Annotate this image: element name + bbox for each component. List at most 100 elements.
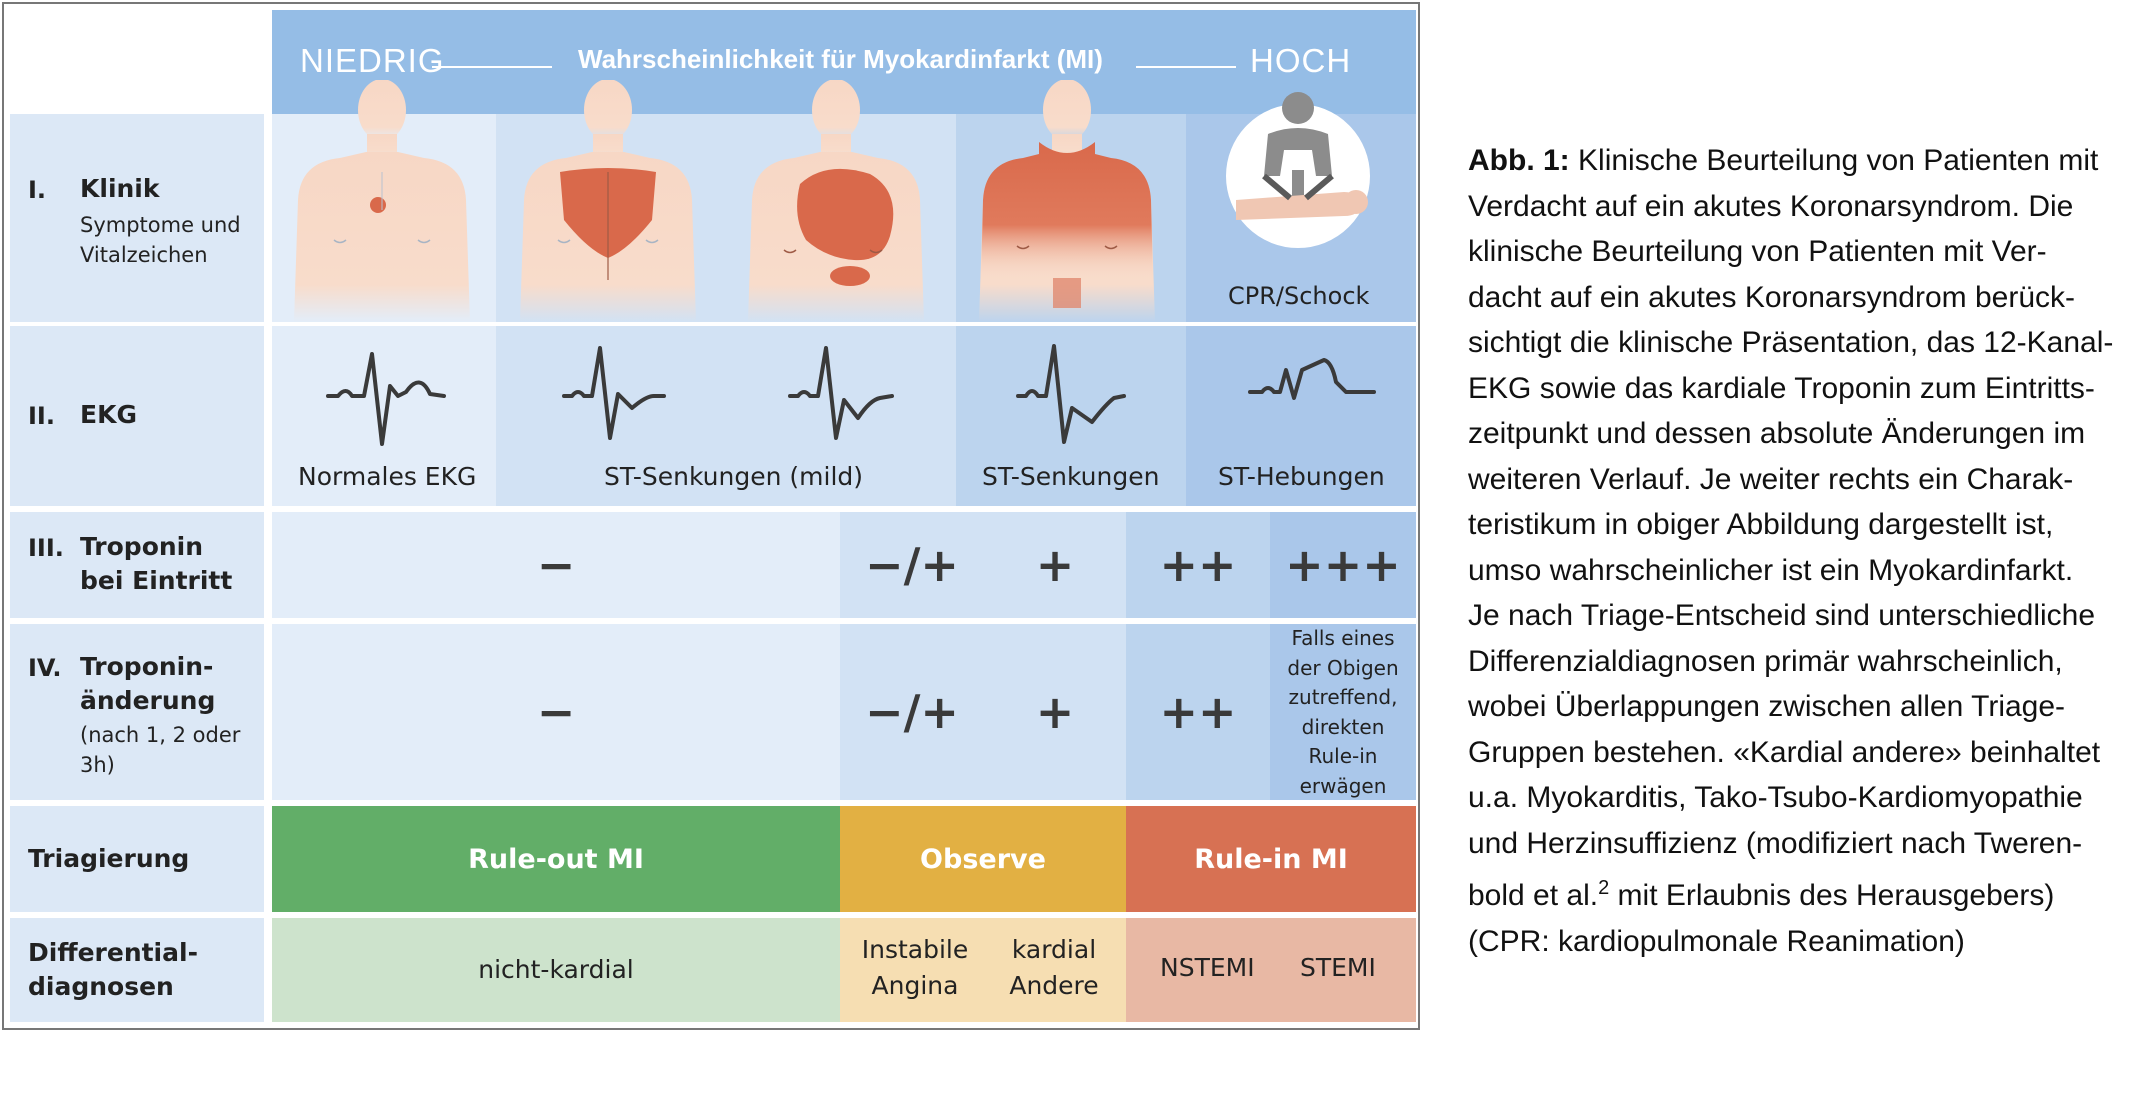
row-diff-title2: diagnosen <box>28 972 174 1001</box>
triage-rulein-label: Rule-in MI <box>1194 843 1348 875</box>
change-cell-plusplus: ++ <box>1126 624 1270 800</box>
troponin-cell-plusplusplus: +++ <box>1270 512 1416 618</box>
torso-2 <box>520 80 696 322</box>
caption-line-10: umso wahrscheinlicher ist ein Myokardinf… <box>1468 553 2074 587</box>
torso-3 <box>748 80 924 322</box>
caption-line-1: Abb. 1: Klinische Beurteilung von Patien… <box>1468 138 2138 184</box>
row-diff-title1: Differential- <box>28 938 198 967</box>
cpr-icon <box>1226 92 1370 248</box>
row-change-num: IV. <box>28 654 62 682</box>
caption-line-3: klinische Beurteilung von Patienten mit … <box>1468 235 2047 268</box>
diff-nonkardial-label: nicht-kardial <box>478 955 634 984</box>
troponin-value-plusplusplus: +++ <box>1285 538 1401 592</box>
change-value-plusplus: ++ <box>1159 685 1237 739</box>
ekg-wave-2 <box>562 346 666 440</box>
diff-observe-group: Instabile Angina kardial Andere <box>840 918 1126 1022</box>
row-change-sub1: (nach 1, 2 oder <box>80 723 241 747</box>
diff-stemi: STEMI <box>1300 953 1376 982</box>
row-troponin-title1: Troponin <box>80 532 204 561</box>
row-klinik-label: I. Klinik Symptome und Vitalzeichen <box>10 114 264 322</box>
diff-kardial-line2: Andere <box>1009 971 1099 1000</box>
troponin-cell-plus: + <box>984 512 1126 618</box>
row-triage-title: Triagierung <box>28 844 190 873</box>
change-cell-negative: − <box>272 624 840 800</box>
caption-line-15: u.a. Myokarditis, Tako-Tsubo-Kardiomyopa… <box>1468 781 2083 814</box>
cpr-label: CPR/Schock <box>1228 282 1370 310</box>
change-cell-plus: + <box>984 624 1126 800</box>
pain-spot-1 <box>370 197 386 213</box>
row-ekg-title: EKG <box>80 400 137 429</box>
header-low: NIEDRIG <box>300 42 445 79</box>
header-line-right <box>1136 66 1236 68</box>
change-value-borderline: −/+ <box>865 685 959 739</box>
diff-kardial-line1: kardial <box>1011 935 1097 964</box>
change-note-line-1: Falls eines <box>1291 626 1395 650</box>
torso-4 <box>979 80 1155 322</box>
caption-line-16: und Herzinsuffizienz (modifiziert nach T… <box>1468 826 2083 860</box>
caption-line-8: weiteren Verlauf. Je weiter rechts ein C… <box>1468 462 2074 496</box>
row-troponin-num: III. <box>28 534 64 562</box>
caption-reference: 2 <box>1598 877 1610 899</box>
change-note-line-6: erwägen <box>1299 773 1387 798</box>
caption-line-2: Verdacht auf ein akutes Koronarsyndrom. … <box>1468 189 2074 223</box>
row-change-label: IV. Troponin- änderung (nach 1, 2 oder 3… <box>10 624 264 800</box>
troponin-cell-plusplus: ++ <box>1126 512 1270 618</box>
caption-line-12: Differenzialdiagnosen primär wahrscheinl… <box>1468 644 2063 678</box>
troponin-value-plus: + <box>1035 538 1075 592</box>
ekg-cell-2 <box>496 326 724 506</box>
torso-1 <box>294 80 470 322</box>
caption-line-5: sichtigt die klinische Präsentation, das… <box>1468 326 2114 359</box>
caption-line-7: zeitpunkt und dessen absolute Änderungen… <box>1468 417 2086 450</box>
caption-line-14: Gruppen bestehen. «Kardial andere» beinh… <box>1468 735 2101 769</box>
caption-line-6: EKG sowie das kardiale Troponin zum Eint… <box>1468 371 2095 405</box>
change-note-line-5: Rule-in <box>1308 744 1378 768</box>
diff-instabile-line2: Angina <box>871 971 959 1000</box>
triage-observe-label: Observe <box>920 843 1046 875</box>
caption-line-1-text: Klinische Beurteilung von Patienten mit <box>1578 144 2099 177</box>
change-value-plus: + <box>1035 685 1075 739</box>
troponin-value-negative: − <box>536 538 576 592</box>
header-high: HOCH <box>1250 42 1352 79</box>
row-triage-label: Triagierung <box>10 806 264 912</box>
change-note-line-4: direkten <box>1301 714 1385 739</box>
change-note-line-2: der Obigen <box>1287 655 1399 680</box>
row-klinik-sub1: Symptome und <box>80 213 241 237</box>
row-change-title2: änderung <box>80 686 216 715</box>
caption-line-17-pre: bold et al. <box>1468 879 1599 912</box>
ekg-wave-5 <box>1248 358 1376 400</box>
troponin-cell-negative: − <box>272 512 840 618</box>
caption-line-18: (CPR: kardiopulmonale Reanimation) <box>1468 924 1965 958</box>
caption-line-13: wobei Überlappungen zwischen allen Triag… <box>1468 690 2066 723</box>
row-klinik-title: Klinik <box>80 174 160 203</box>
troponin-cell-borderline: −/+ <box>840 512 984 618</box>
change-note-line-3: zutreffend, <box>1288 685 1398 709</box>
figure-caption: Abb. 1: Klinische Beurteilung von Patien… <box>1468 138 2138 964</box>
row-ekg-num: II. <box>28 402 55 430</box>
troponin-value-plusplus: ++ <box>1159 538 1237 592</box>
row-troponin-title2: bei Eintritt <box>80 566 233 595</box>
caption-line-17: bold et al.2 mit Erlaubnis des Herausgeb… <box>1468 866 2138 919</box>
ekg-label-st-senkungen: ST-Senkungen <box>982 462 1160 491</box>
ekg-label-st-hebungen: ST-Hebungen <box>1218 462 1385 491</box>
row-change-title1: Troponin- <box>80 652 214 681</box>
diff-kardial-andere: kardial Andere <box>984 932 1124 1004</box>
diff-instabile-line1: Instabile <box>861 935 969 964</box>
change-cell-note: Falls eines der Obigen zutreffend, direk… <box>1270 624 1416 800</box>
ekg-wave-3 <box>788 346 894 440</box>
caption-bold: Abb. 1: <box>1468 144 1570 177</box>
row-ekg-label: II. EKG <box>10 326 264 506</box>
diff-instabile-angina: Instabile Angina <box>840 932 990 1004</box>
diff-rulein-group: NSTEMI STEMI <box>1126 918 1416 1022</box>
ekg-waveforms <box>326 344 1376 446</box>
caption-line-17-post: mit Erlaubnis des Herausgebers) <box>1609 879 2055 912</box>
diff-nonkardial: nicht-kardial <box>272 918 840 1022</box>
ekg-wave-1 <box>326 352 446 446</box>
row-diff-label: Differential- diagnosen <box>10 918 264 1022</box>
triage-ruleout: Rule-out MI <box>272 806 840 912</box>
triage-rulein: Rule-in MI <box>1126 806 1416 912</box>
header-title: Wahrscheinlichkeit für Myokardinfarkt (M… <box>578 44 1103 74</box>
ekg-cell-5 <box>1186 326 1416 506</box>
klinik-illustrations <box>294 80 1370 322</box>
row-change-sub2: 3h) <box>80 753 115 777</box>
caption-line-4: dacht auf ein akutes Koronarsyndrom berü… <box>1468 280 2075 314</box>
